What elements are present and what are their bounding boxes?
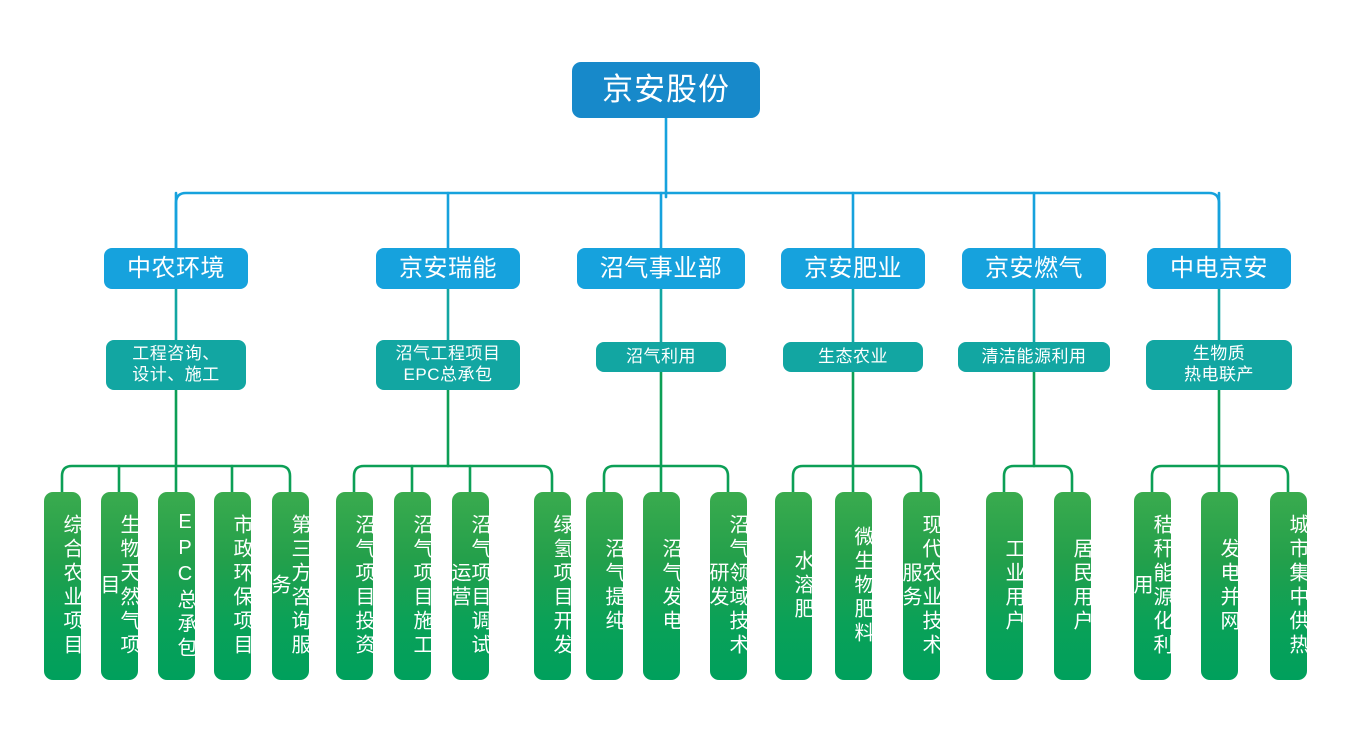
leaf-node-1-3[interactable]: EPC总承包 (158, 492, 196, 680)
leaf-label-6-1: 秸秆能源化利用 (1130, 514, 1172, 658)
leaf-node-3-3[interactable]: 沼气领域技术研发 (706, 492, 748, 680)
leaf-label-1-2: 生物天然气项目 (97, 514, 139, 658)
division-node-2[interactable]: 京安瑞能 (376, 248, 520, 289)
division-node-1[interactable]: 中农环境 (104, 248, 248, 289)
leaf-label-3-1: 沼气提纯 (602, 538, 624, 634)
leaf-label-6-3: 城市集中供热 (1286, 514, 1308, 658)
leaf-label-3-2: 沼气发电 (659, 538, 681, 634)
leaf-node-4-2[interactable]: 微生物肥料 (835, 492, 873, 680)
leaf-node-4-1[interactable]: 水溶肥 (775, 492, 813, 680)
business-label-3: 沼气利用 (626, 346, 696, 366)
division-node-4[interactable]: 京安肥业 (781, 248, 925, 289)
business-node-5[interactable]: 清洁能源利用 (958, 342, 1110, 372)
leaf-node-2-2[interactable]: 沼气项目施工 (394, 492, 432, 680)
business-node-1[interactable]: 工程咨询、 设计、施工 (106, 340, 246, 390)
business-label-6-line2: 热电联产 (1184, 365, 1254, 384)
leaf-node-6-2[interactable]: 发电并网 (1201, 492, 1239, 680)
leaf-node-5-2[interactable]: 居民用户 (1054, 492, 1092, 680)
leaf-label-1-1: 综合农业项目 (60, 514, 82, 658)
org-root-label: 京安股份 (602, 72, 730, 108)
leaf-node-1-2[interactable]: 生物天然气项目 (97, 492, 139, 680)
leaf-node-4-3[interactable]: 现代农业技术服务 (899, 492, 941, 680)
leaf-label-1-3: EPC总承包 (174, 511, 196, 661)
leaf-label-2-1: 沼气项目投资 (352, 514, 374, 658)
business-label-2-line1: 沼气工程项目 (395, 344, 501, 364)
leaf-node-5-1[interactable]: 工业用户 (986, 492, 1024, 680)
division-node-6[interactable]: 中电京安 (1147, 248, 1291, 289)
leaf-node-2-4[interactable]: 绿氢项目开发 (534, 492, 572, 680)
leaf-label-1-5: 第三方咨询服务 (268, 514, 310, 658)
business-node-6[interactable]: 生物质 热电联产 (1146, 340, 1292, 390)
leaf-node-3-2[interactable]: 沼气发电 (643, 492, 681, 680)
division-label-3: 沼气事业部 (599, 254, 723, 282)
business-label-5: 清洁能源利用 (981, 346, 1087, 366)
leaf-node-3-1[interactable]: 沼气提纯 (586, 492, 624, 680)
business-label-2-line2: EPC总承包 (403, 365, 493, 384)
business-node-4[interactable]: 生态农业 (783, 342, 923, 372)
division-node-5[interactable]: 京安燃气 (962, 248, 1106, 289)
business-label-4: 生态农业 (818, 346, 888, 366)
org-root-node[interactable]: 京安股份 (572, 62, 760, 118)
leaf-node-6-1[interactable]: 秸秆能源化利用 (1130, 492, 1172, 680)
leaf-label-4-1: 水溶肥 (791, 550, 813, 622)
leaf-label-5-1: 工业用户 (1002, 538, 1024, 634)
leaf-node-1-5[interactable]: 第三方咨询服务 (268, 492, 310, 680)
leaf-label-3-3: 沼气领域技术研发 (706, 514, 748, 658)
leaf-label-1-4: 市政环保项目 (230, 514, 252, 658)
division-label-2: 京安瑞能 (399, 254, 497, 282)
leaf-label-6-2: 发电并网 (1217, 538, 1239, 634)
business-label-1-line2: 设计、施工 (132, 365, 220, 384)
division-label-5: 京安燃气 (985, 254, 1083, 282)
business-label-1-line1: 工程咨询、 (132, 344, 220, 364)
business-node-3[interactable]: 沼气利用 (596, 342, 726, 372)
leaf-label-4-2: 微生物肥料 (851, 526, 873, 646)
division-label-4: 京安肥业 (804, 254, 902, 282)
division-node-3[interactable]: 沼气事业部 (577, 248, 745, 289)
leaf-node-1-4[interactable]: 市政环保项目 (214, 492, 252, 680)
leaf-label-4-3: 现代农业技术服务 (899, 514, 941, 658)
leaf-node-1-1[interactable]: 综合农业项目 (44, 492, 82, 680)
leaf-node-2-1[interactable]: 沼气项目投资 (336, 492, 374, 680)
leaf-label-2-2: 沼气项目施工 (410, 514, 432, 658)
leaf-node-6-3[interactable]: 城市集中供热 (1270, 492, 1308, 680)
business-node-2[interactable]: 沼气工程项目 EPC总承包 (376, 340, 520, 390)
leaf-label-2-3: 沼气项目调试运营 (448, 514, 490, 658)
leaf-node-2-3[interactable]: 沼气项目调试运营 (448, 492, 490, 680)
division-label-6: 中电京安 (1170, 254, 1268, 282)
business-label-6-line1: 生物质 (1192, 344, 1246, 364)
leaf-label-5-2: 居民用户 (1070, 538, 1092, 634)
division-label-1: 中农环境 (127, 254, 225, 282)
leaf-label-2-4: 绿氢项目开发 (550, 514, 572, 658)
